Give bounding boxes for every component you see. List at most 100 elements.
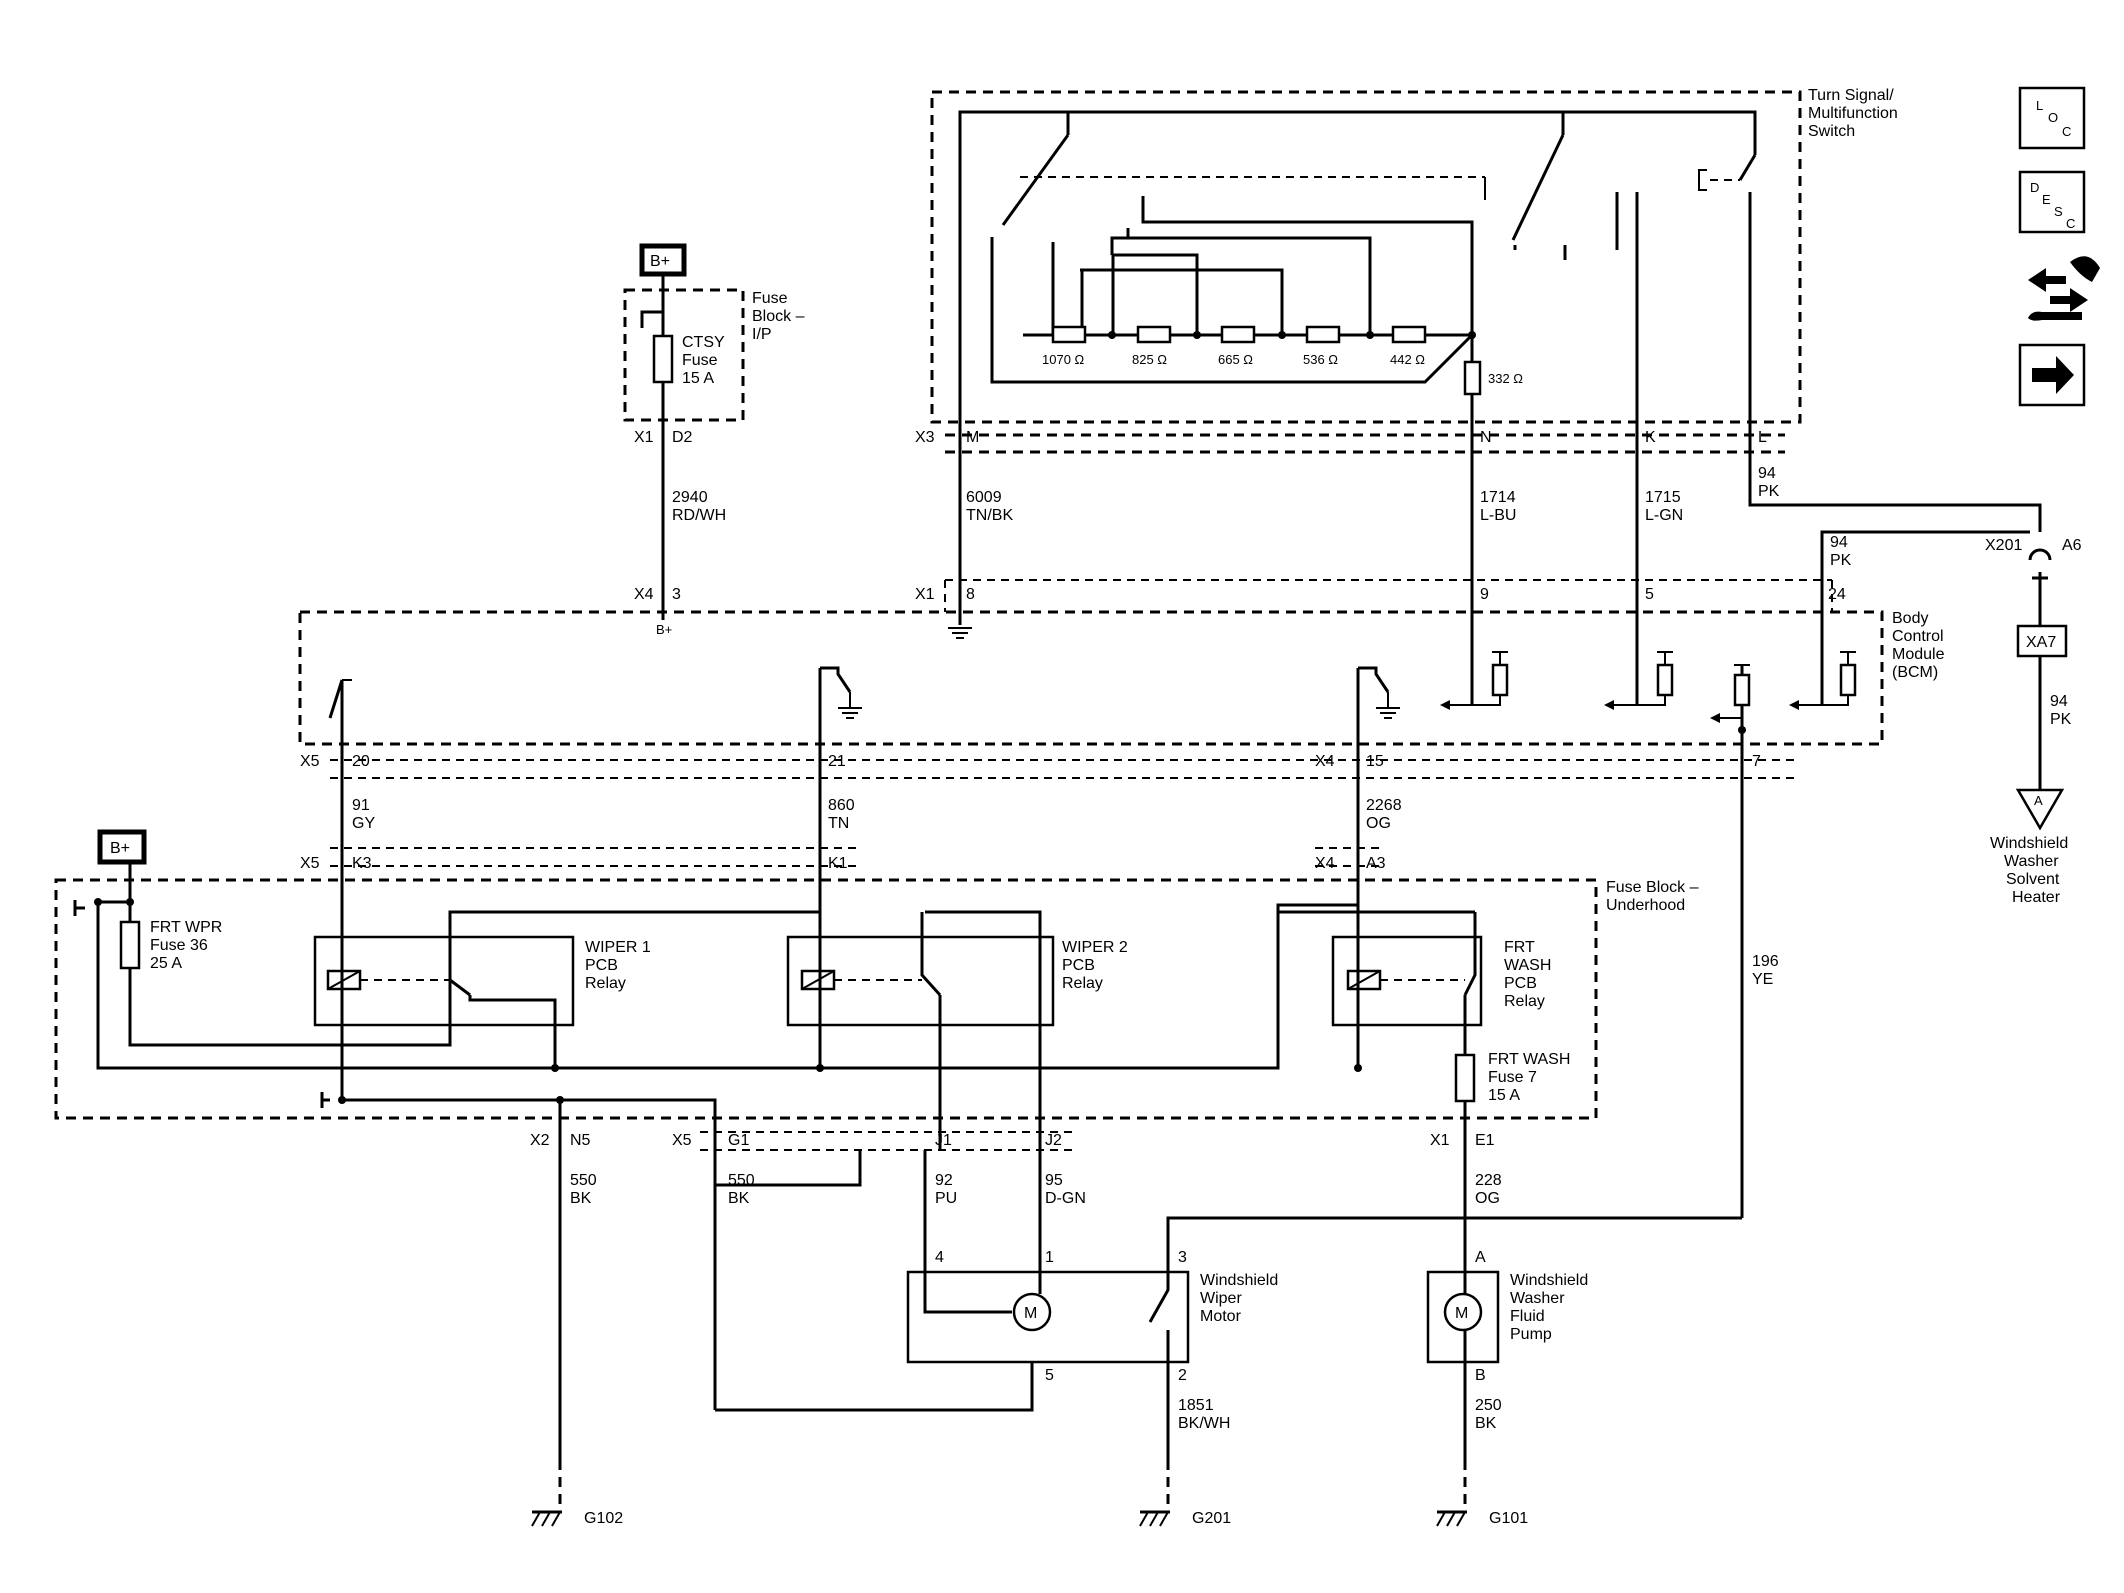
wire-550a-color: BK [570, 1190, 592, 1207]
wiper2-relay-label-2: PCB [1062, 957, 1095, 974]
turn-signal-switch-label-3: Switch [1808, 123, 1855, 140]
next-arrow-icon[interactable] [2018, 343, 2086, 407]
wash-relay-label-1: FRT [1504, 939, 1535, 956]
resistor-332: 332 Ω [1488, 371, 1523, 386]
wire-6009-circuit: 6009 [966, 489, 1002, 506]
wire-6009-color: TN/BK [966, 507, 1013, 524]
bcm-label-4: (BCM) [1892, 664, 1938, 681]
connector-repair-icon[interactable] [2028, 256, 2100, 321]
pin-m1: 1 [1045, 1249, 1054, 1266]
heater-label-4: Heater [2012, 889, 2061, 906]
ground-g201: G201 [1139, 1510, 1231, 1527]
turn-signal-switch: Turn Signal/ Multifunction Switch [930, 87, 2042, 705]
ground-g101-label: G101 [1489, 1510, 1528, 1527]
conn-x1-bcm: X1 [915, 586, 935, 603]
wire-1851-color: BK/WH [1178, 1415, 1230, 1432]
pin-d2: D2 [672, 429, 693, 446]
heater-label-2: Washer [2004, 853, 2059, 870]
pin-7: 7 [1752, 753, 1761, 770]
wire-1714-circuit: 1714 [1480, 489, 1516, 506]
loc-icon-letter-o: O [2048, 110, 2058, 125]
fuse-block-uh-label-2: Underhood [1606, 897, 1685, 914]
conn-x4-fb: X4 [1315, 855, 1335, 872]
wire-1715-color: L-GN [1645, 507, 1683, 524]
wiper2-relay-label-3: Relay [1062, 975, 1103, 992]
wiper-motor-label-1: Windshield [1200, 1272, 1278, 1289]
wash-fuse-label-2: Fuse 7 [1488, 1069, 1537, 1086]
wire-860-color: TN [828, 815, 849, 832]
ctsy-fuse-label-1: CTSY [682, 334, 725, 351]
pin-m3: 3 [1178, 1249, 1187, 1266]
loc-icon-letter-c: C [2062, 124, 2071, 139]
resistor-825: 825 Ω [1132, 352, 1167, 367]
desc-icon[interactable]: D E S C [2018, 170, 2086, 234]
pin-j1: J1 [935, 1132, 952, 1149]
wire-1714-color: L-BU [1480, 507, 1516, 524]
wire-1715-circuit: 1715 [1645, 489, 1681, 506]
washer-pump-label-3: Fluid [1510, 1308, 1545, 1325]
inline-connector-xa7: XA7 [2026, 634, 2056, 651]
fuse-block-ip-label-1: Fuse [752, 290, 788, 307]
wiper-motor-symbol: M [1024, 1305, 1037, 1322]
conn-x4-under-bcm: X4 [1315, 753, 1335, 770]
pin-9: 9 [1480, 586, 1489, 603]
wire-94c-circuit: 94 [2050, 693, 2068, 710]
wiper-motor-label-3: Motor [1200, 1308, 1242, 1325]
loc-icon-letter-l: L [2036, 98, 2043, 113]
loc-icon[interactable]: L O C [2018, 86, 2086, 150]
pin-j2: J2 [1045, 1132, 1062, 1149]
ground-g201-label: G201 [1192, 1510, 1231, 1527]
wiper1-relay-label-1: WIPER 1 [585, 939, 651, 956]
wire-92-color: PU [935, 1190, 957, 1207]
wire-196-color: YE [1752, 971, 1773, 988]
wiper2-relay-label-1: WIPER 2 [1062, 939, 1128, 956]
pin-15: 15 [1366, 753, 1384, 770]
ground-g101: G101 [1436, 1510, 1528, 1527]
bcm-label-3: Module [1892, 646, 1945, 663]
pin-a6: A6 [2062, 537, 2082, 554]
bplus-top-box [639, 243, 687, 277]
desc-icon-letter-d: D [2030, 180, 2039, 195]
wire-250-circuit: 250 [1475, 1397, 1502, 1414]
washer-pump-label-1: Windshield [1510, 1272, 1588, 1289]
conn-x201: X201 [1985, 537, 2022, 554]
conn-x1-bottom: X1 [1430, 1132, 1450, 1149]
heater-label-3: Solvent [2006, 871, 2060, 888]
wire-228-circuit: 228 [1475, 1172, 1502, 1189]
pin-a3: A3 [1366, 855, 1386, 872]
wire-2268-circuit: 2268 [1366, 797, 1402, 814]
wiper1-relay-label-3: Relay [585, 975, 626, 992]
turn-signal-switch-label-2: Multifunction [1808, 105, 1898, 122]
pin-21: 21 [828, 753, 846, 770]
wire-1851-circuit: 1851 [1178, 1397, 1214, 1414]
wire-92-circuit: 92 [935, 1172, 953, 1189]
bplus-left: B+ [110, 840, 130, 857]
wire-94a-color: PK [1758, 483, 1780, 500]
desc-icon-letter-e: E [2042, 192, 2051, 207]
ground-g102-label: G102 [584, 1510, 623, 1527]
conn-x4-bcm: X4 [634, 586, 654, 603]
wash-relay-label-4: Relay [1504, 993, 1545, 1010]
washer-pump-symbol: M [1455, 1305, 1468, 1322]
pin-n: N [1480, 429, 1492, 446]
wire-2940-circuit: 2940 [672, 489, 708, 506]
wire-550b-circuit: 550 [728, 1172, 755, 1189]
pin-k: K [1645, 429, 1656, 446]
conn-x1-top: X1 [634, 429, 654, 446]
pin-pa: A [1475, 1249, 1486, 1266]
bplus-left-box [97, 829, 147, 865]
bplus-top: B+ [650, 253, 670, 270]
wire-2940-color: RD/WH [672, 507, 726, 524]
washer-pump-label-4: Pump [1510, 1326, 1552, 1343]
wire-860-circuit: 860 [828, 797, 855, 814]
wire-91-circuit: 91 [352, 797, 370, 814]
frt-wpr-fuse-label-2: Fuse 36 [150, 937, 208, 954]
ground-g102: G102 [531, 1510, 623, 1527]
wire-550a-circuit: 550 [570, 1172, 597, 1189]
wire-94a-circuit: 94 [1758, 465, 1776, 482]
pin-3: 3 [672, 586, 681, 603]
pin-n5: N5 [570, 1132, 591, 1149]
wash-relay-label-2: WASH [1504, 957, 1551, 974]
